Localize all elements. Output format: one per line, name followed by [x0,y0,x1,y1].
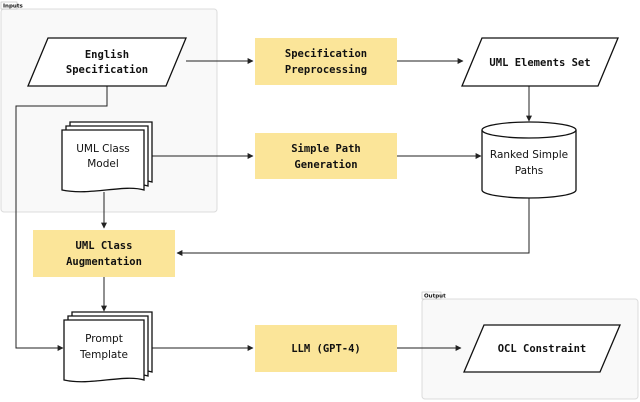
svg-text:Paths: Paths [515,165,544,177]
svg-text:LLM (GPT-4): LLM (GPT-4) [291,343,361,355]
svg-text:Simple Path: Simple Path [291,143,361,155]
node-prompt-template: Prompt Template [63,311,153,383]
node-specification-preprocessing: Specification Preprocessing [255,38,397,85]
svg-text:Model: Model [87,158,119,170]
node-english-specification: English Specification [27,37,187,87]
edge-spec-to-template [15,86,108,351]
node-uml-class-model: UML Class Model [61,121,153,193]
svg-text:Augmentation: Augmentation [66,256,142,268]
svg-text:Ranked Simple: Ranked Simple [490,149,568,161]
node-ocl-constraint: OCL Constraint [463,324,621,373]
svg-text:UML Class: UML Class [76,240,133,252]
edge-ranked-to-augmentation [176,190,530,256]
node-llm-gpt4: LLM (GPT-4) [255,325,397,372]
output-group-label: Output [424,294,446,300]
svg-text:UML Class: UML Class [76,143,130,155]
output-group-tag-box [421,291,442,300]
svg-text:Specification: Specification [285,48,367,60]
inputs-group-tag-box [0,1,18,10]
svg-text:OCL Constraint: OCL Constraint [498,343,587,355]
svg-text:Template: Template [79,349,128,361]
svg-text:Specification: Specification [66,64,148,76]
node-simple-path-generation: Simple Path Generation [255,133,397,179]
svg-text:Prompt: Prompt [85,333,123,345]
svg-text:Generation: Generation [294,159,357,171]
node-uml-class-augmentation: UML Class Augmentation [33,230,175,277]
svg-text:UML Elements Set: UML Elements Set [489,57,590,69]
inputs-group-label: Inputs [3,4,23,10]
svg-text:Preprocessing: Preprocessing [285,64,367,76]
svg-text:English: English [85,49,129,61]
node-ranked-simple-paths: Ranked Simple Paths [481,121,577,199]
node-uml-elements-set: UML Elements Set [461,37,619,87]
